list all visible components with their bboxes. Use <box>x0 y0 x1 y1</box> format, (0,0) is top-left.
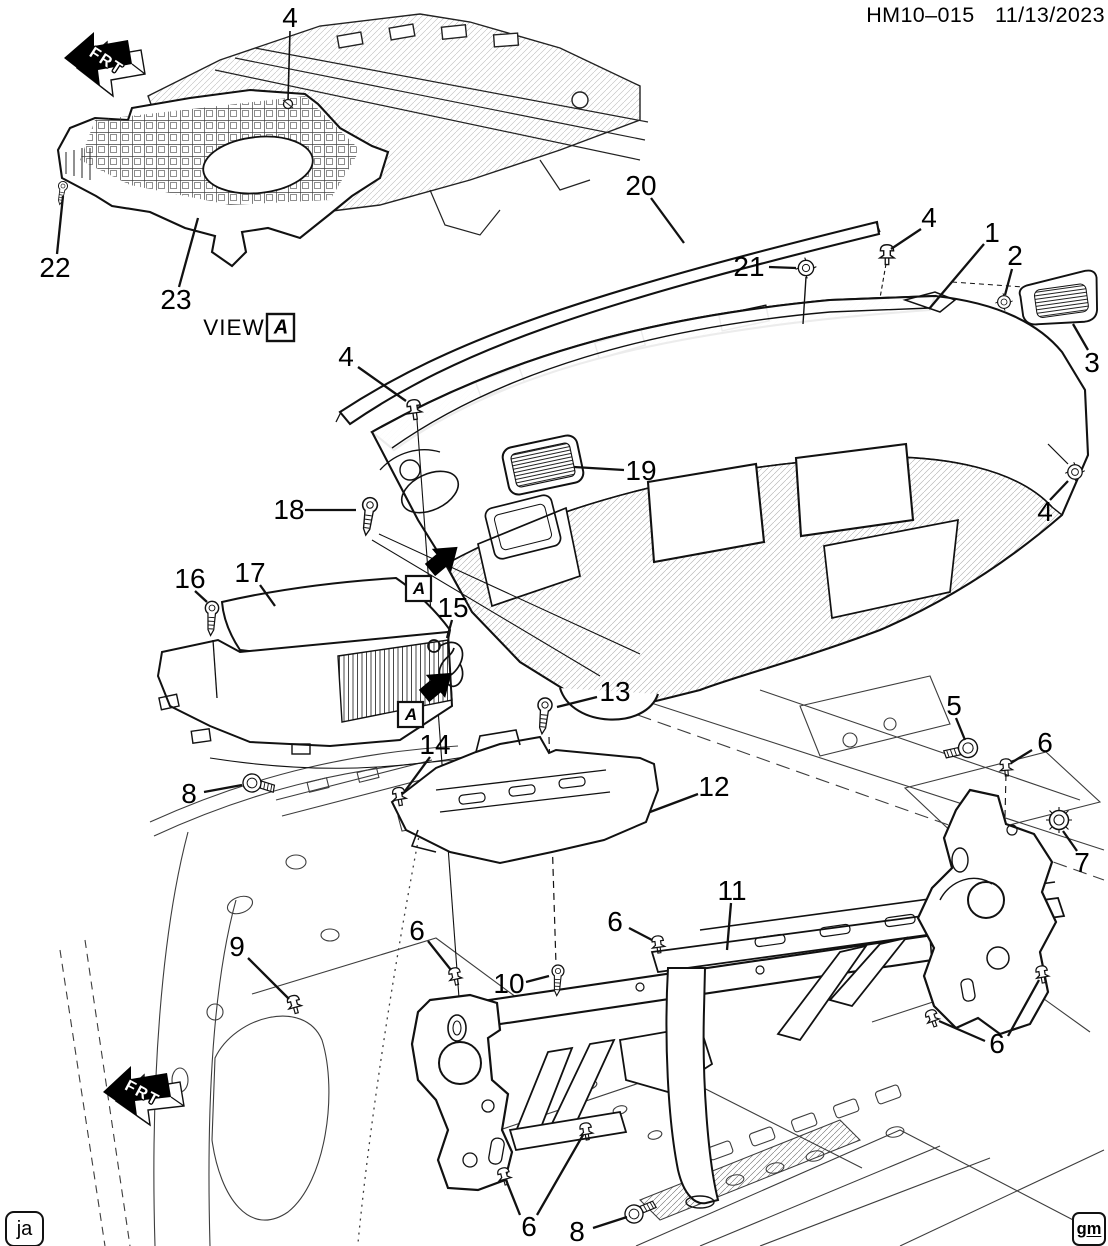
callout-12: 12 <box>698 771 730 802</box>
drawing-number: HM10–015 <box>866 3 975 27</box>
callout-17: 17 <box>234 557 266 588</box>
instrument-panel <box>335 220 1098 999</box>
callout-6-b: 6 <box>409 915 425 946</box>
callout-11: 11 <box>717 875 747 906</box>
title-block: HM10–015 11/13/2023 <box>852 3 1105 28</box>
callout-18: 18 <box>273 494 305 525</box>
callout-7: 7 <box>1074 847 1090 878</box>
callout-2: 2 <box>1007 240 1023 271</box>
callout-20: 20 <box>625 170 657 201</box>
callout-4-d: 4 <box>1037 496 1053 527</box>
callout-1: 1 <box>984 217 1000 248</box>
view-label: VIEW <box>203 315 265 340</box>
drawing-date: 11/13/2023 <box>994 3 1105 27</box>
callout-4-c: 4 <box>338 341 354 372</box>
leader-lines <box>55 30 1089 1230</box>
revision-mark: ja <box>5 1211 44 1246</box>
callout-3: 3 <box>1084 347 1100 378</box>
callout-22: 22 <box>39 252 71 283</box>
callout-19: 19 <box>625 455 657 486</box>
callout-8-b: 8 <box>569 1216 585 1246</box>
callout-14: 14 <box>419 729 451 760</box>
callout-21: 21 <box>733 251 765 282</box>
callout-16: 16 <box>174 563 206 594</box>
mounting-bracket <box>390 729 660 865</box>
front-arrow-top <box>64 32 146 98</box>
callout-6-d: 6 <box>989 1028 1005 1059</box>
callout-8-a: 8 <box>181 778 197 809</box>
callout-10: 10 <box>493 968 525 999</box>
callout-13: 13 <box>599 676 631 707</box>
gm-logo: gm <box>1072 1212 1106 1246</box>
callout-23: 23 <box>160 284 192 315</box>
fasteners <box>54 180 1086 1227</box>
callout-4-b: 4 <box>921 202 937 233</box>
callout-6-c: 6 <box>607 906 623 937</box>
trim-molding <box>338 220 881 426</box>
callout-15: 15 <box>437 592 469 623</box>
front-arrow-bottom <box>103 1066 185 1127</box>
callout-5: 5 <box>946 690 962 721</box>
callout-4-a: 4 <box>282 2 298 33</box>
view-a-detail <box>56 13 649 268</box>
detail-a-arrows <box>265 312 468 729</box>
callout-6-a: 6 <box>1037 727 1053 758</box>
detail-a-marker-lower: A <box>404 705 418 724</box>
detail-a-marker-upper: A <box>412 579 426 598</box>
side-window-vent <box>1018 269 1098 326</box>
callout-9: 9 <box>229 931 245 962</box>
view-a-marker: A <box>273 316 289 339</box>
carrier-beam <box>410 788 1066 1209</box>
callout-6-e: 6 <box>521 1211 537 1242</box>
